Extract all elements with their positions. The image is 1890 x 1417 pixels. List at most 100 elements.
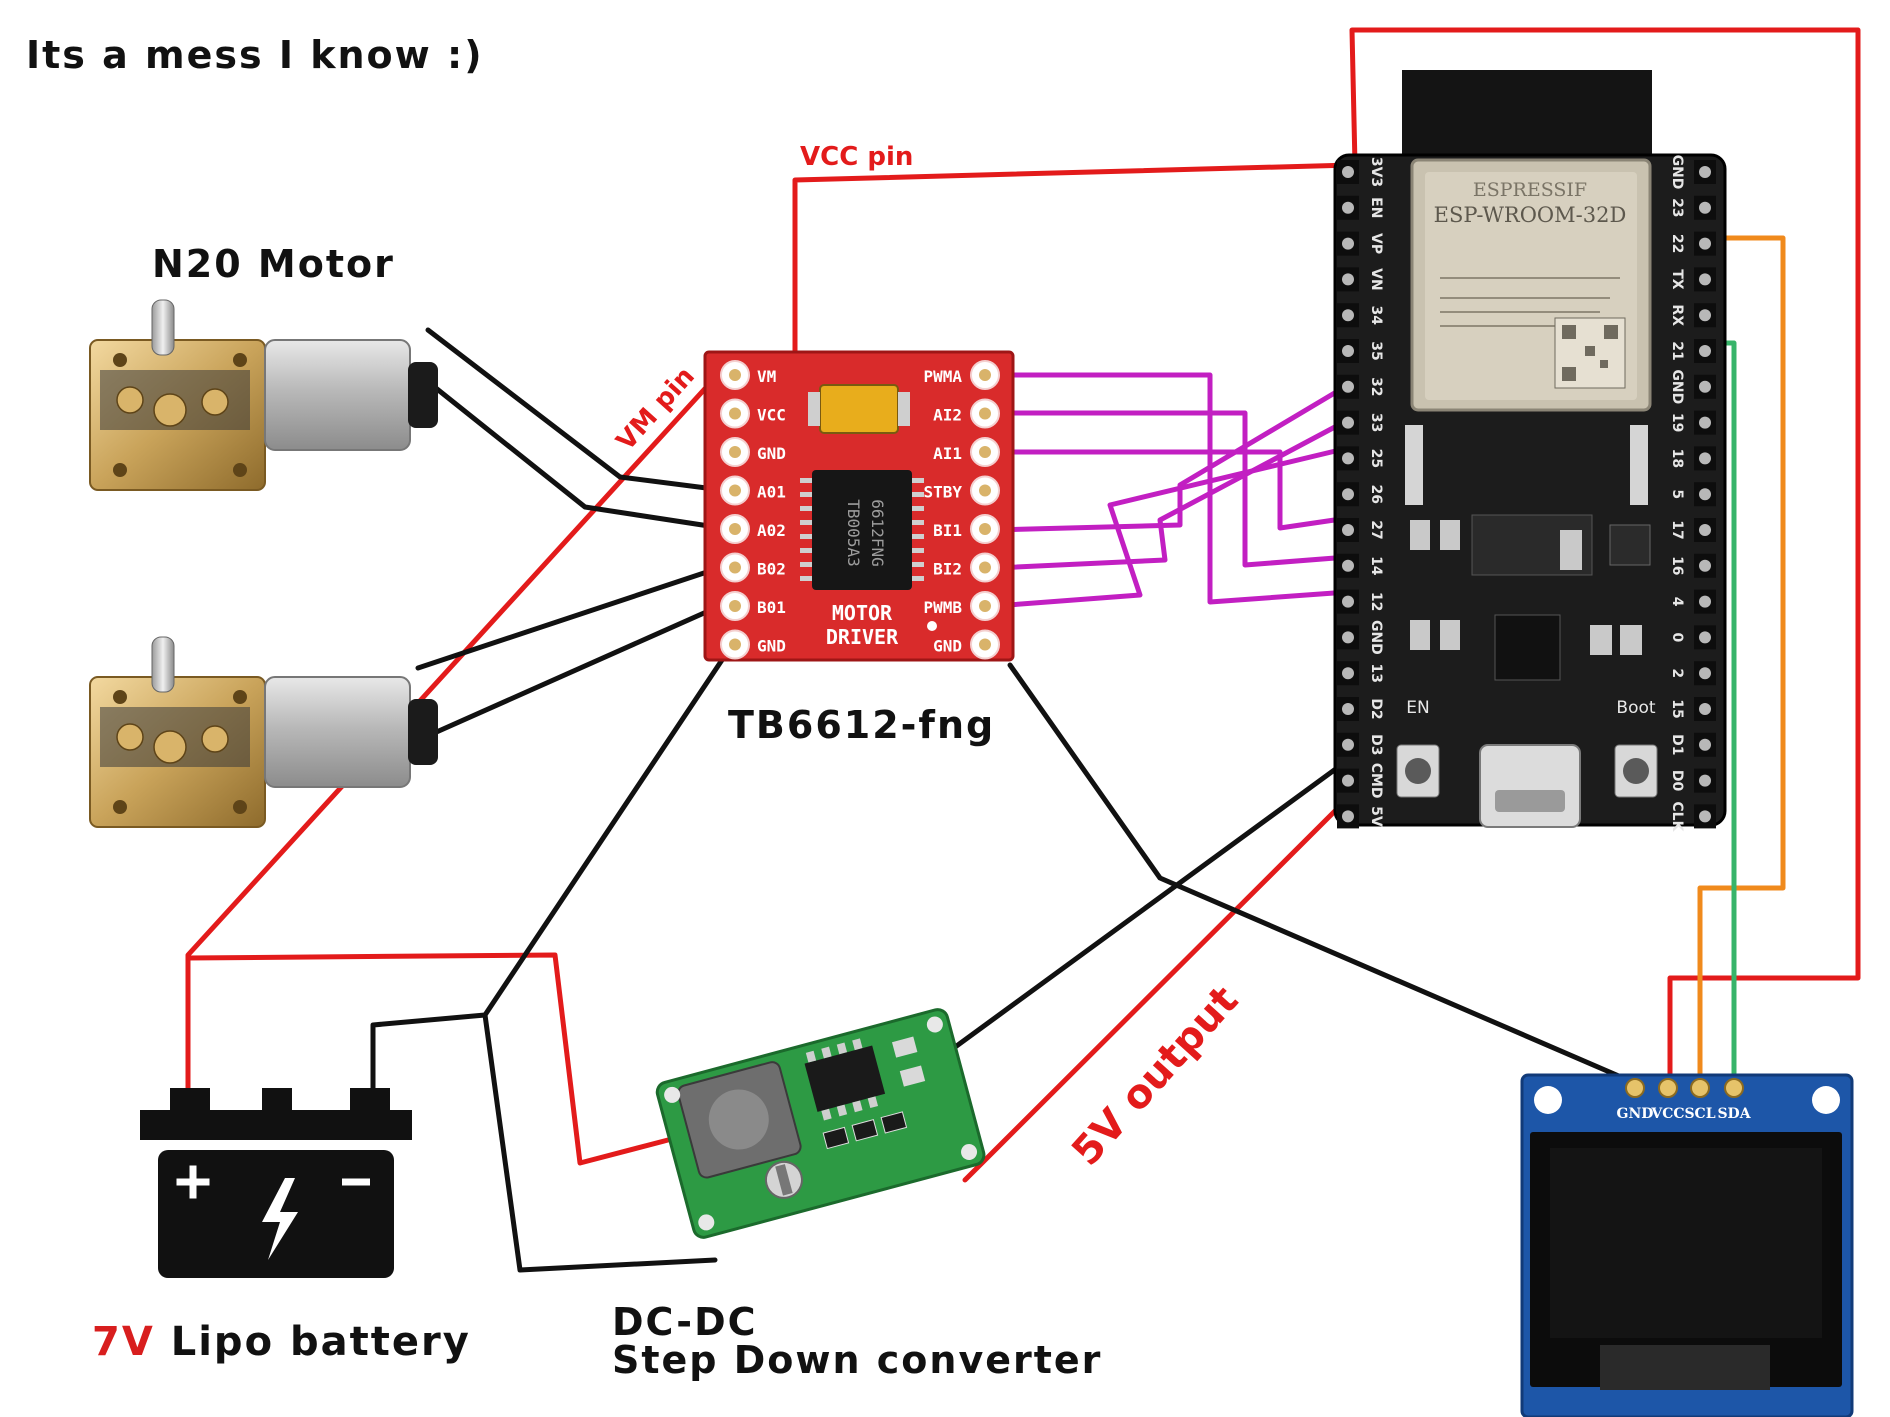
esp-left-pin [1342,309,1354,322]
esp-right-pin-label: 16 [1669,556,1685,575]
oled-pin-label: SDA [1717,1106,1751,1122]
esp-right-pin-label: CLK [1669,801,1685,832]
motor2-wire-a [415,564,725,671]
power-wires [185,27,1861,1183]
motor-label: N20 Motor [152,242,395,286]
driver-left-pin-hole [729,600,741,612]
driver-chip-text-1: TB005A3 [844,499,863,566]
esp-left-pin-label: 12 [1368,592,1384,611]
esp-right-pin-label: TX [1669,269,1685,290]
oled-pin [1625,1078,1645,1098]
esp-left-pin-label: 34 [1368,305,1384,325]
esp-right-pin [1699,380,1711,393]
scl-wire [1697,235,1786,1083]
driver-left-pin-label: B01 [757,598,786,617]
battery-name: Lipo battery [171,1319,471,1365]
vcc-wire [792,162,1355,403]
esp-right-pin [1699,631,1711,644]
esp-left-pin-label: GND [1368,620,1384,655]
esp-left-pin-label: 3V3 [1368,157,1384,187]
esp-left-pin-label: 25 [1368,449,1384,468]
driver-right-pin-hole [979,561,991,574]
esp-left-pin [1342,631,1354,644]
esp-right-pin-label: GND [1669,369,1685,404]
esp-right-pin-label: 15 [1669,699,1685,718]
esp-left-pin [1342,738,1354,751]
esp-right-pin [1699,595,1711,608]
esp-right-pin-label: 17 [1669,520,1685,539]
usb-port [1479,744,1581,828]
driver-left-pin-hole [729,407,741,420]
battery-label: 7V Lipo battery [92,1319,471,1365]
esp-left-pin-label: EN [1368,197,1384,218]
esp-right-pin [1699,559,1711,572]
wires [185,27,1861,1273]
esp-left-pin-label: D3 [1368,734,1384,755]
ground-wires [370,327,1638,1273]
esp-left-pin [1342,774,1354,787]
esp-right-pin-label: 2 [1669,668,1685,678]
esp-right-pin-label: 18 [1669,449,1685,468]
en-button-label: EN [1406,698,1429,718]
esp-left-pin-label: VP [1368,233,1384,254]
motor1-wire-b [429,382,725,531]
oled-pin-label: VCC [1650,1106,1684,1122]
driver-left-pin-hole [729,638,741,651]
esp-right-pin [1699,774,1711,787]
driver-right-pin-hole [979,446,991,458]
driver-left-pin-hole [729,484,741,497]
driver-right-pin-label: GND [933,637,962,656]
esp-left-pin-label: 5V [1368,806,1384,827]
esp-right-pin [1699,452,1711,465]
esp-left-pin-label: 26 [1368,484,1384,503]
esp-right-pin [1699,667,1711,680]
esp32-board: ESPRESSIF ESP-WROOM-32D EN Boot 3V3ENVPV… [1333,70,1727,833]
driver-left-pin-hole [729,369,741,381]
esp-left-pin [1342,237,1354,250]
battery-plus-bus-wire [185,952,671,1166]
driver-left-pin-label: A01 [757,483,786,502]
driver-left-pin-label: B02 [757,560,786,579]
vcc-pin-label: VCC pin [800,142,913,172]
driver-left-pin-label: GND [757,444,786,463]
esp-right-pin-label: 19 [1669,413,1685,432]
esp-left-pin-label: CMD [1368,763,1384,799]
esp-right-pin [1699,738,1711,751]
driver-left-pin-hole [729,446,741,458]
esp-right-pin-label: GND [1669,155,1685,190]
esp-left-pin [1342,810,1354,823]
driver-chip-text-2: 6612FNG [868,499,887,566]
driver-gnd-wire [370,645,733,1093]
converter-label-line2: Step Down converter [612,1338,1102,1382]
esp-left-pin [1342,380,1354,393]
esp-right-pin-label: 22 [1669,234,1685,253]
battery-icon [140,1088,412,1278]
esp-right-pin [1699,273,1711,286]
driver-label: TB6612-fng [728,703,995,747]
boot-button-label: Boot [1616,698,1655,718]
driver-right-pin-hole [979,600,991,612]
driver-right-pin-hole [979,369,991,381]
driver-left-pin-label: A02 [757,521,786,540]
esp-right-pin [1699,488,1711,501]
esp-left-pin [1342,703,1354,715]
esp-right-pin [1699,309,1711,322]
esp-right-pin-label: 4 [1669,597,1685,607]
driver-right-pin-hole [979,638,991,651]
esp-right-pin-label: 23 [1669,198,1685,217]
esp-left-pin [1342,201,1354,214]
esp-right-pin [1699,703,1711,715]
driver-right-pin-label: BI2 [933,560,962,579]
esp-left-pin [1342,595,1354,608]
motor-top [89,299,438,491]
driver-right-pin-hole [979,484,991,497]
esp-left-pin-label: VN [1368,268,1384,291]
esp-left-pin [1342,345,1354,357]
esp-left-pin [1342,166,1354,178]
driver-right-pin-label: BI1 [933,521,962,540]
driver-right-pin-label: PWMB [923,598,962,617]
esp-right-pin-label: 21 [1669,341,1685,360]
